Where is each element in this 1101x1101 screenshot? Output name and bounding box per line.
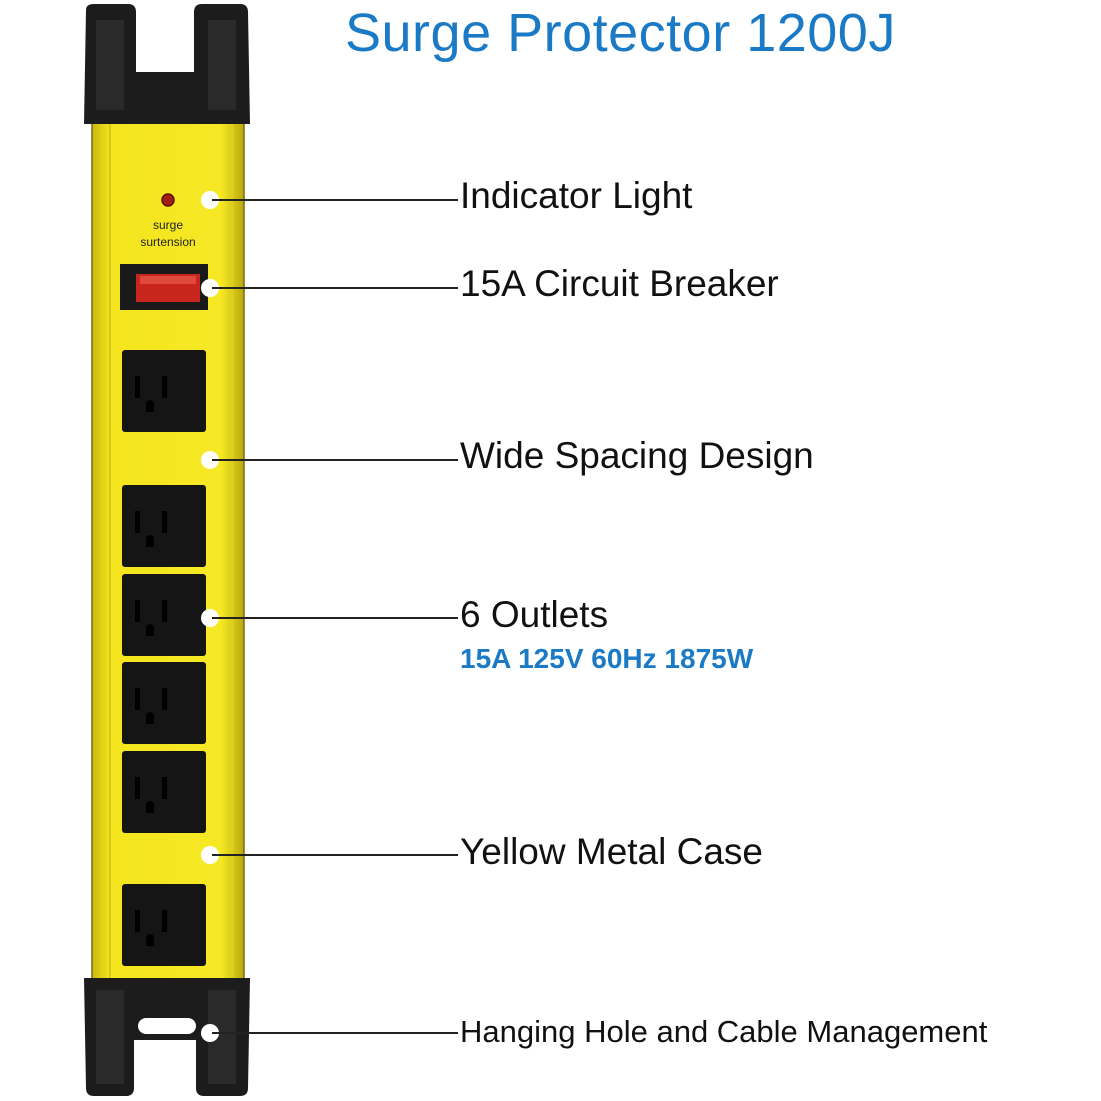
leader-line xyxy=(212,287,458,289)
callout-dot xyxy=(201,279,219,297)
indicator-light-led xyxy=(161,193,175,207)
outlet xyxy=(122,574,206,656)
leader-line xyxy=(212,199,458,201)
circuit-breaker-label: 15A Circuit Breaker xyxy=(460,263,779,304)
outlet xyxy=(122,662,206,744)
leader-line xyxy=(212,459,458,461)
outlets-spec: 15A 125V 60Hz 1875W xyxy=(460,643,754,674)
leader-line xyxy=(212,1032,458,1034)
leader-line xyxy=(212,617,458,619)
hanging-hole-label: Hanging Hole and Cable Management xyxy=(460,1014,988,1049)
callout-dot xyxy=(201,609,219,627)
outlet xyxy=(122,350,206,432)
indicator-light-label: Indicator Light xyxy=(460,175,693,216)
metal-case-label: Yellow Metal Case xyxy=(460,831,764,872)
callout-dot xyxy=(201,451,219,469)
outlets-label: 6 Outlets xyxy=(460,594,609,635)
callout-dot xyxy=(201,846,219,864)
leader-line xyxy=(212,854,458,856)
outlet xyxy=(122,751,206,833)
callout-dot xyxy=(201,191,219,209)
outlet xyxy=(122,884,206,966)
outlet xyxy=(122,485,206,567)
page-title: Surge Protector 1200J xyxy=(345,3,896,63)
svg-text:surtension: surtension xyxy=(140,235,195,249)
svg-text:surge: surge xyxy=(153,218,183,232)
hanging-hole xyxy=(138,1018,196,1034)
power-strip-image: surge surtension xyxy=(84,4,250,1096)
wide-spacing-label: Wide Spacing Design xyxy=(460,435,814,476)
callout-dot xyxy=(201,1024,219,1042)
